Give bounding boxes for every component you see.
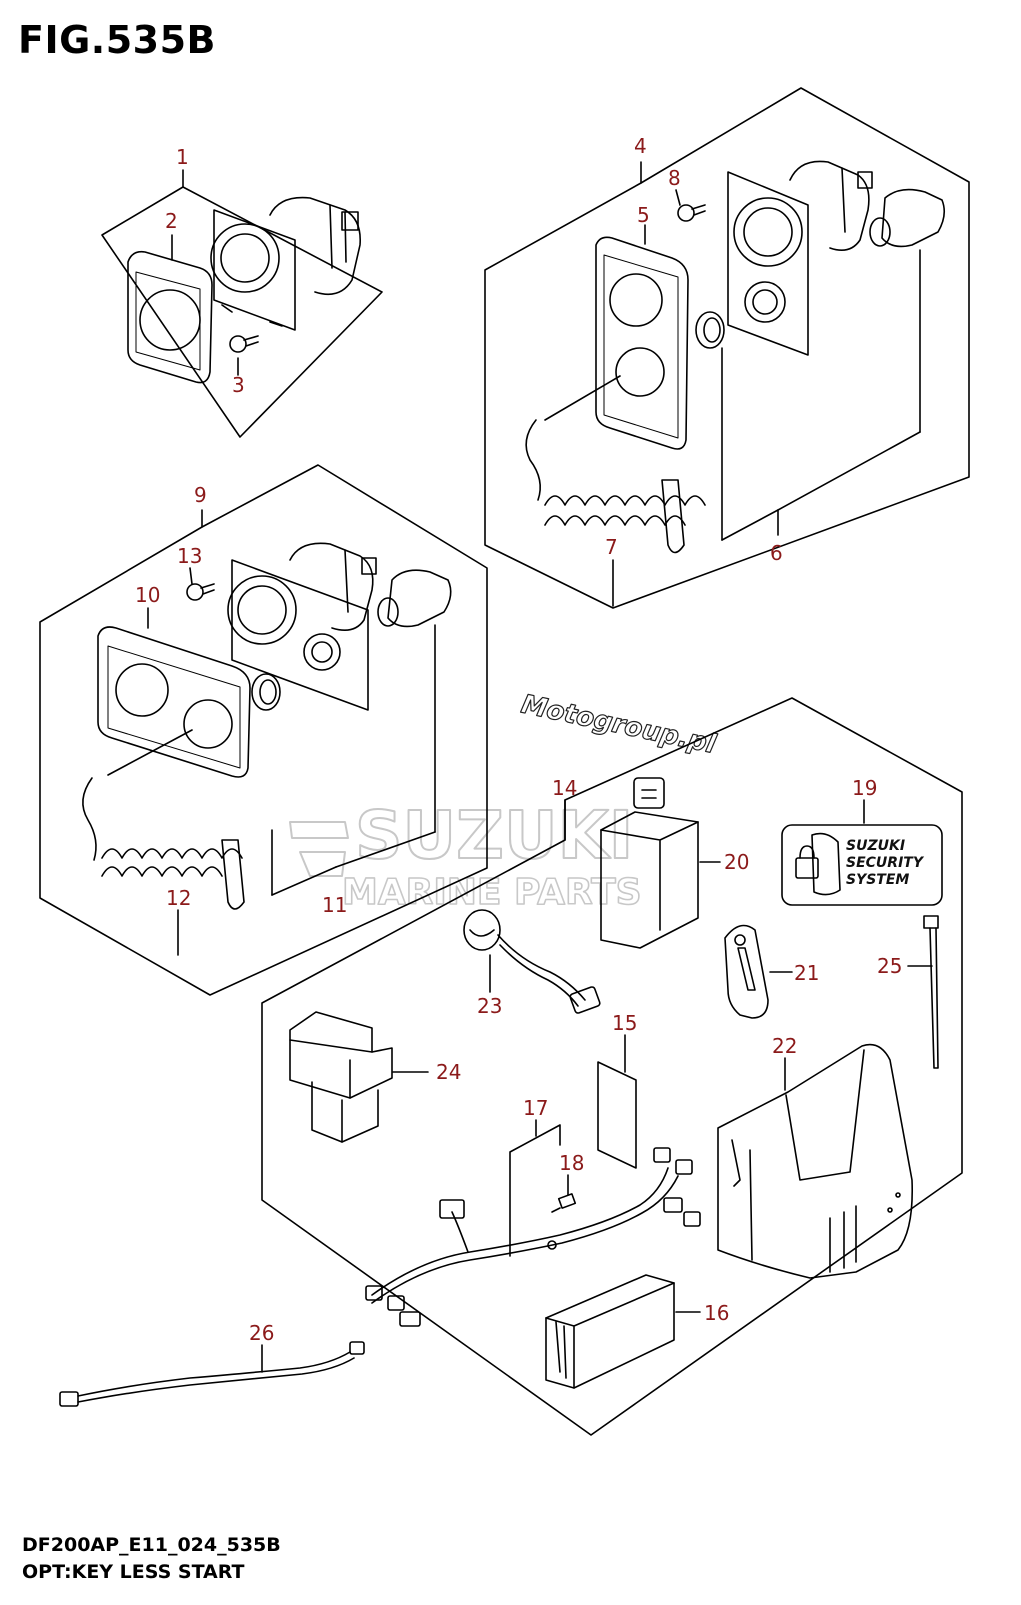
callout-10: 10 bbox=[135, 583, 160, 607]
svg-text:SUZUKI: SUZUKI bbox=[846, 838, 905, 854]
callout-2: 2 bbox=[165, 209, 178, 233]
diagram-code: DF200AP_E11_024_535B bbox=[22, 1534, 281, 1556]
part-10-bezel bbox=[97, 626, 251, 778]
part-6-plate bbox=[727, 160, 873, 356]
part-13-screw bbox=[186, 583, 215, 601]
callout-20: 20 bbox=[724, 850, 749, 874]
part-2-bezel bbox=[127, 250, 213, 384]
svg-text:Motogroup.pl: Motogroup.pl bbox=[519, 690, 720, 761]
callout-numbers: 1 2 3 4 5 6 7 8 9 10 11 12 13 14 15 16 1… bbox=[135, 134, 902, 1345]
callout-7: 7 bbox=[605, 535, 618, 559]
part-6-ring bbox=[695, 311, 725, 349]
part-6-button bbox=[869, 188, 946, 248]
callout-21: 21 bbox=[794, 961, 819, 985]
svg-text:SYSTEM: SYSTEM bbox=[846, 872, 909, 888]
callout-1: 1 bbox=[176, 145, 189, 169]
callout-23: 23 bbox=[477, 994, 502, 1018]
callout-13: 13 bbox=[177, 544, 202, 568]
part-11-ring bbox=[251, 673, 281, 711]
part-15-card bbox=[597, 1061, 637, 1169]
part-11-switch bbox=[227, 542, 377, 711]
part-16-tray bbox=[545, 1274, 675, 1389]
part-5-bezel bbox=[595, 236, 689, 450]
part-11-button bbox=[377, 569, 452, 628]
callout-11: 11 bbox=[322, 893, 347, 917]
callout-12: 12 bbox=[166, 886, 191, 910]
group-box-1 bbox=[101, 186, 383, 438]
callout-14: 14 bbox=[552, 776, 577, 800]
part-1-switch bbox=[210, 196, 362, 331]
part-20-module bbox=[600, 777, 699, 949]
watermark-motogroup: Motogroup.pl bbox=[518, 689, 720, 761]
part-17-harness bbox=[365, 1147, 701, 1327]
callout-17: 17 bbox=[523, 1096, 548, 1120]
security-label-text: SUZUKI SECURITY SYSTEM bbox=[846, 838, 925, 888]
part-8-screw bbox=[677, 204, 706, 222]
callout-4: 4 bbox=[634, 134, 647, 158]
diagram-name: OPT:KEY LESS START bbox=[22, 1561, 245, 1583]
callout-24: 24 bbox=[436, 1060, 461, 1084]
svg-text:SECURITY: SECURITY bbox=[846, 855, 925, 871]
watermark-suzuki: SUZUKI MARINE PARTS bbox=[289, 796, 642, 914]
callout-9: 9 bbox=[194, 483, 207, 507]
callout-26: 26 bbox=[249, 1321, 274, 1345]
callout-16: 16 bbox=[704, 1301, 729, 1325]
part-18-screw bbox=[551, 1193, 577, 1213]
callout-6: 6 bbox=[770, 541, 783, 565]
callout-15: 15 bbox=[612, 1011, 637, 1035]
callout-8: 8 bbox=[668, 166, 681, 190]
callout-22: 22 bbox=[772, 1034, 797, 1058]
callout-3: 3 bbox=[232, 373, 245, 397]
figure-title: FIG.535B bbox=[18, 18, 217, 62]
callout-18: 18 bbox=[559, 1151, 584, 1175]
part-25-tie bbox=[923, 915, 939, 1069]
part-12-lanyard bbox=[82, 729, 245, 910]
group-box-9 bbox=[39, 464, 488, 996]
callout-25: 25 bbox=[877, 954, 902, 978]
part-21-fob bbox=[724, 924, 769, 1019]
callout-5: 5 bbox=[637, 203, 650, 227]
part-26-cable bbox=[59, 1341, 365, 1407]
svg-text:MARINE PARTS: MARINE PARTS bbox=[342, 872, 642, 913]
part-19-label bbox=[781, 824, 943, 906]
part-23-connector bbox=[463, 909, 601, 1014]
part-24-housing bbox=[289, 1011, 393, 1143]
svg-text:SUZUKI: SUZUKI bbox=[355, 797, 633, 874]
group-box-14 bbox=[261, 697, 963, 1436]
callout-19: 19 bbox=[852, 776, 877, 800]
group-box-4 bbox=[484, 87, 970, 609]
part-3-screw bbox=[229, 335, 259, 353]
part-22-cover bbox=[717, 1043, 914, 1279]
part-7-lanyard bbox=[525, 375, 706, 554]
